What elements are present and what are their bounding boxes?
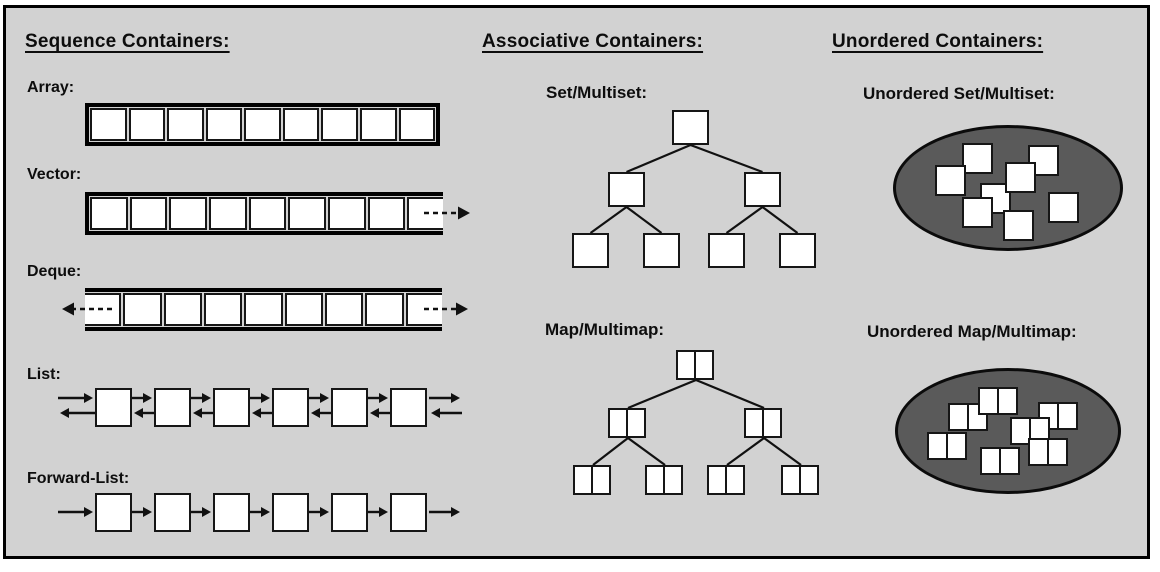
forward-list-node bbox=[95, 493, 132, 532]
pair-cell bbox=[945, 432, 967, 460]
map-tree-node bbox=[707, 465, 745, 495]
forward-list-label: Forward-List: bbox=[27, 470, 130, 487]
container-cell bbox=[203, 293, 243, 326]
container-cell bbox=[282, 108, 320, 141]
list-node bbox=[331, 388, 368, 427]
unordered-map-element bbox=[1028, 438, 1068, 466]
deque-row bbox=[85, 288, 442, 331]
map-multimap-label: Map/Multimap: bbox=[545, 320, 664, 339]
map-tree-node bbox=[676, 350, 714, 380]
container-cell bbox=[123, 293, 162, 326]
unordered-set-element bbox=[1048, 192, 1079, 223]
list-node bbox=[390, 388, 427, 427]
unordered-map-element bbox=[927, 432, 967, 460]
container-cell bbox=[244, 293, 283, 326]
vector-row bbox=[85, 192, 444, 235]
unordered-containers-heading: Unordered Containers: bbox=[832, 31, 1044, 52]
map-tree-node bbox=[573, 465, 611, 495]
container-cell bbox=[244, 108, 281, 141]
container-cell bbox=[85, 293, 122, 326]
pair-cell bbox=[662, 465, 683, 495]
set-tree-node bbox=[572, 233, 609, 268]
forward-list-node bbox=[331, 493, 368, 532]
associative-containers-heading: Associative Containers: bbox=[482, 31, 704, 52]
map-tree-node bbox=[781, 465, 819, 495]
container-cell bbox=[169, 197, 208, 230]
unordered-set-element bbox=[1003, 210, 1034, 241]
vector-label: Vector: bbox=[27, 166, 82, 183]
unordered-map-element bbox=[948, 403, 988, 431]
pair-cell bbox=[996, 387, 1018, 415]
pair-cell bbox=[590, 465, 611, 495]
array-label: Array: bbox=[27, 79, 75, 96]
list-node bbox=[213, 388, 250, 427]
pair-cell bbox=[724, 465, 745, 495]
set-tree-node bbox=[779, 233, 816, 268]
container-cell bbox=[129, 197, 168, 230]
set-tree-node bbox=[708, 233, 745, 268]
unordered-set-element bbox=[935, 165, 966, 196]
pair-cell bbox=[998, 447, 1020, 475]
map-tree-node bbox=[744, 408, 782, 438]
list-node bbox=[154, 388, 191, 427]
list-node bbox=[272, 388, 309, 427]
container-cell bbox=[407, 197, 444, 230]
pair-cell bbox=[1056, 402, 1078, 430]
unordered-map-element bbox=[978, 387, 1018, 415]
unordered-set-multiset-label: Unordered Set/Multiset: bbox=[863, 84, 1055, 103]
array-row bbox=[85, 103, 440, 146]
set-tree-node bbox=[608, 172, 645, 207]
forward-list-node bbox=[154, 493, 191, 532]
list-label: List: bbox=[27, 366, 61, 383]
container-cell bbox=[288, 197, 327, 230]
forward-list-node bbox=[272, 493, 309, 532]
unordered-map-multimap-label: Unordered Map/Multimap: bbox=[867, 322, 1077, 341]
map-tree-node bbox=[645, 465, 683, 495]
container-cell bbox=[90, 108, 127, 141]
map-tree-node bbox=[608, 408, 646, 438]
set-tree-node bbox=[672, 110, 709, 145]
container-cell bbox=[163, 293, 202, 326]
unordered-set-element bbox=[962, 143, 993, 174]
unordered-set-element bbox=[1005, 162, 1036, 193]
container-cell bbox=[365, 293, 404, 326]
pair-cell bbox=[1046, 438, 1068, 466]
container-cell bbox=[321, 108, 358, 141]
pair-cell bbox=[798, 465, 819, 495]
container-cell bbox=[205, 108, 243, 141]
container-cell bbox=[284, 293, 323, 326]
container-cell bbox=[328, 197, 366, 230]
container-cell bbox=[398, 108, 436, 141]
sequence-containers-heading: Sequence Containers: bbox=[25, 31, 230, 52]
set-tree-node bbox=[744, 172, 781, 207]
set-multiset-label: Set/Multiset: bbox=[546, 83, 648, 102]
container-cell bbox=[128, 108, 166, 141]
container-cell bbox=[167, 108, 204, 141]
container-cell bbox=[324, 293, 364, 326]
container-cell bbox=[367, 197, 406, 230]
pair-cell bbox=[625, 408, 646, 438]
container-cell bbox=[90, 197, 128, 230]
unordered-set-element bbox=[962, 197, 993, 228]
pair-cell bbox=[693, 350, 714, 380]
container-cell bbox=[359, 108, 397, 141]
container-cell bbox=[209, 197, 247, 230]
list-node bbox=[95, 388, 132, 427]
forward-list-node bbox=[213, 493, 250, 532]
unordered-map-element bbox=[980, 447, 1020, 475]
set-tree-node bbox=[643, 233, 680, 268]
pair-cell bbox=[761, 408, 782, 438]
container-cell bbox=[248, 197, 287, 230]
deque-label: Deque: bbox=[27, 263, 82, 280]
forward-list-node bbox=[390, 493, 427, 532]
container-cell bbox=[405, 293, 442, 326]
